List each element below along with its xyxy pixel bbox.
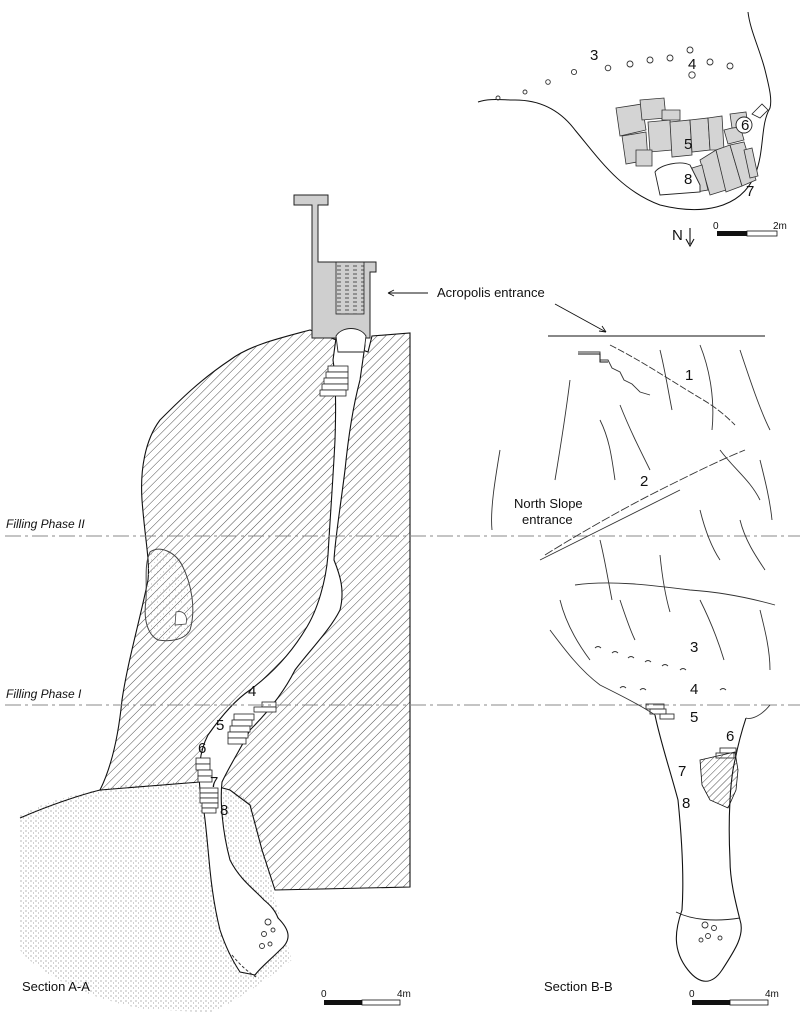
bottom-stones — [259, 918, 276, 949]
section-a-number-7: 7 — [210, 774, 218, 791]
plan-number-8: 8 — [684, 171, 692, 188]
section-a-title: Section A-A — [22, 979, 90, 994]
acropolis-entrance-label: Acropolis entrance — [437, 285, 545, 300]
plan-scale-start: 0 — [713, 221, 719, 232]
rock-outline-left — [19, 789, 101, 819]
section-b-number-1: 1 — [685, 367, 693, 384]
plan-outline — [477, 11, 772, 211]
section-b-scale-end: 4m — [765, 989, 779, 1000]
upper-steps — [319, 365, 349, 397]
acropolis-stair-fill — [335, 261, 365, 315]
section-b-cracks — [491, 344, 776, 671]
section-b-number-6: 6 — [726, 728, 734, 745]
section-a-number-5: 5 — [216, 717, 224, 734]
north-arrow: N — [672, 227, 695, 248]
north-slope-label-line1: North Slope — [514, 496, 583, 511]
section-b-number-5: 5 — [690, 709, 698, 726]
filling-phase-2-label: Filling Phase II — [6, 517, 85, 531]
section-b-title: Section B-B — [544, 979, 613, 994]
section-b-number-3: 3 — [690, 639, 698, 656]
section-b-stones — [594, 646, 737, 943]
section-b-number-2: 2 — [640, 473, 648, 490]
acropolis-entrance-annotation: Acropolis entrance — [387, 285, 607, 333]
plan-number-7: 7 — [746, 183, 754, 200]
section-b-number-4: 4 — [690, 681, 698, 698]
plan-number-3: 3 — [590, 47, 598, 64]
section-b-scale-bar: 0 4m — [689, 989, 779, 1006]
section-a-scale-bar: 0 4m — [321, 989, 411, 1006]
north-label: N — [672, 227, 683, 244]
plan-number-4: 4 — [688, 56, 696, 73]
section-a-a: 4 5 6 7 8 Section A-A 0 4m — [19, 194, 411, 1012]
section-a-number-8: 8 — [220, 802, 228, 819]
section-b-number-7: 7 — [678, 763, 686, 780]
north-slope-label-line2: entrance — [522, 512, 573, 527]
section-b-hatch — [699, 751, 739, 809]
section-b-number-8: 8 — [682, 795, 690, 812]
plan-scale-bar: 0 2m — [713, 221, 787, 237]
lower-steps — [195, 701, 277, 814]
plan-scale-end: 2m — [773, 221, 787, 232]
rock-mass-hatched — [99, 329, 411, 891]
section-a-number-6: 6 — [198, 740, 206, 757]
cave-shaft — [198, 332, 366, 976]
section-b-b: 1 2 3 4 5 6 7 8 North Slope entrance Sec… — [491, 335, 779, 1006]
section-a-scale-start: 0 — [321, 989, 327, 1000]
site-plan: 3 4 5 6 7 8 N 0 2m — [477, 11, 787, 248]
filling-phase-1-label: Filling Phase I — [6, 687, 82, 701]
plan-number-6: 6 — [741, 117, 749, 134]
section-a-number-4: 4 — [248, 683, 256, 700]
section-a-scale-end: 4m — [397, 989, 411, 1000]
phase-lines: Filling Phase II Filling Phase I — [5, 517, 800, 706]
section-b-scale-start: 0 — [689, 989, 695, 1000]
plan-number-5: 5 — [684, 136, 692, 153]
plan-circles — [495, 46, 734, 101]
plan-blocks — [615, 97, 749, 167]
